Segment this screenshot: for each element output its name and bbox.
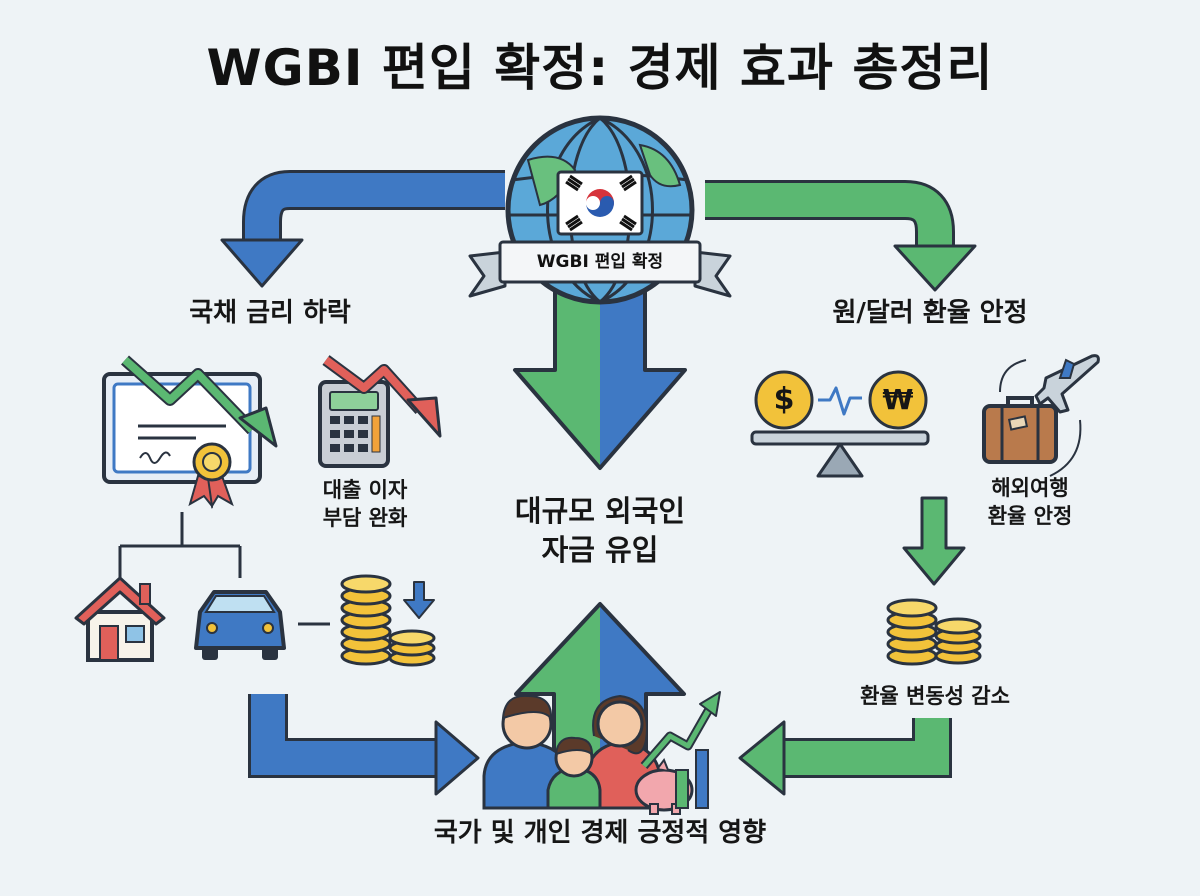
coin-stack-left-icon xyxy=(340,574,436,667)
korean-flag-icon xyxy=(556,170,644,236)
house-icon xyxy=(74,576,166,662)
connector-tree xyxy=(118,512,330,626)
arrow-travel-to-volatility xyxy=(902,496,966,586)
ribbon-badge-label: WGBI 편입 확정 xyxy=(536,252,664,272)
won-symbol: ₩ xyxy=(882,383,914,416)
trend-down-arrow-green xyxy=(121,355,278,448)
volatility-label: 환율 변동성 감소 xyxy=(860,684,1010,708)
fx-heading: 원/달러 환율 안정 xyxy=(832,298,1028,328)
ribbon-banner xyxy=(468,240,732,298)
inflow-line2: 자금 유입 xyxy=(541,533,659,568)
calculator-icon xyxy=(318,380,390,468)
loan-relief-line2: 부담 완화 xyxy=(322,506,408,531)
arrow-rates-to-impact xyxy=(248,694,480,796)
travel-fx-label: 해외여행 환율 안정 xyxy=(960,474,1100,531)
airplane-icon xyxy=(999,354,1100,477)
inflow-label: 대규모 외국인 자금 유입 xyxy=(470,492,730,570)
loan-relief-line1: 대출 이자 xyxy=(322,478,408,502)
rates-heading: 국채 금리 하락 xyxy=(189,298,351,328)
travel-fx-line1: 해외여행 xyxy=(991,476,1069,500)
car-icon xyxy=(194,590,286,660)
small-down-arrow-icon xyxy=(403,581,435,619)
loan-relief-label: 대출 이자 부담 완화 xyxy=(300,476,430,533)
arrow-globe-to-rates xyxy=(220,170,505,288)
travel-fx-line2: 환율 안정 xyxy=(987,504,1073,529)
page-title: WGBI 편입 확정: 경제 효과 총정리 xyxy=(206,39,994,97)
arrow-fx-to-impact xyxy=(738,718,952,796)
trend-down-arrow-red xyxy=(322,355,442,438)
arrow-globe-to-fx xyxy=(705,180,977,292)
arrow-center-down xyxy=(513,288,687,470)
dollar-symbol: $ xyxy=(773,382,795,417)
impact-label: 국가 및 개인 경제 긍정적 영향 xyxy=(433,818,767,848)
growth-chart-icon xyxy=(640,691,721,809)
inflow-line1: 대규모 외국인 xyxy=(514,494,686,528)
suitcase-icon xyxy=(982,396,1058,464)
coin-stack-right-icon xyxy=(886,598,982,666)
currency-scale-icon xyxy=(750,370,930,478)
